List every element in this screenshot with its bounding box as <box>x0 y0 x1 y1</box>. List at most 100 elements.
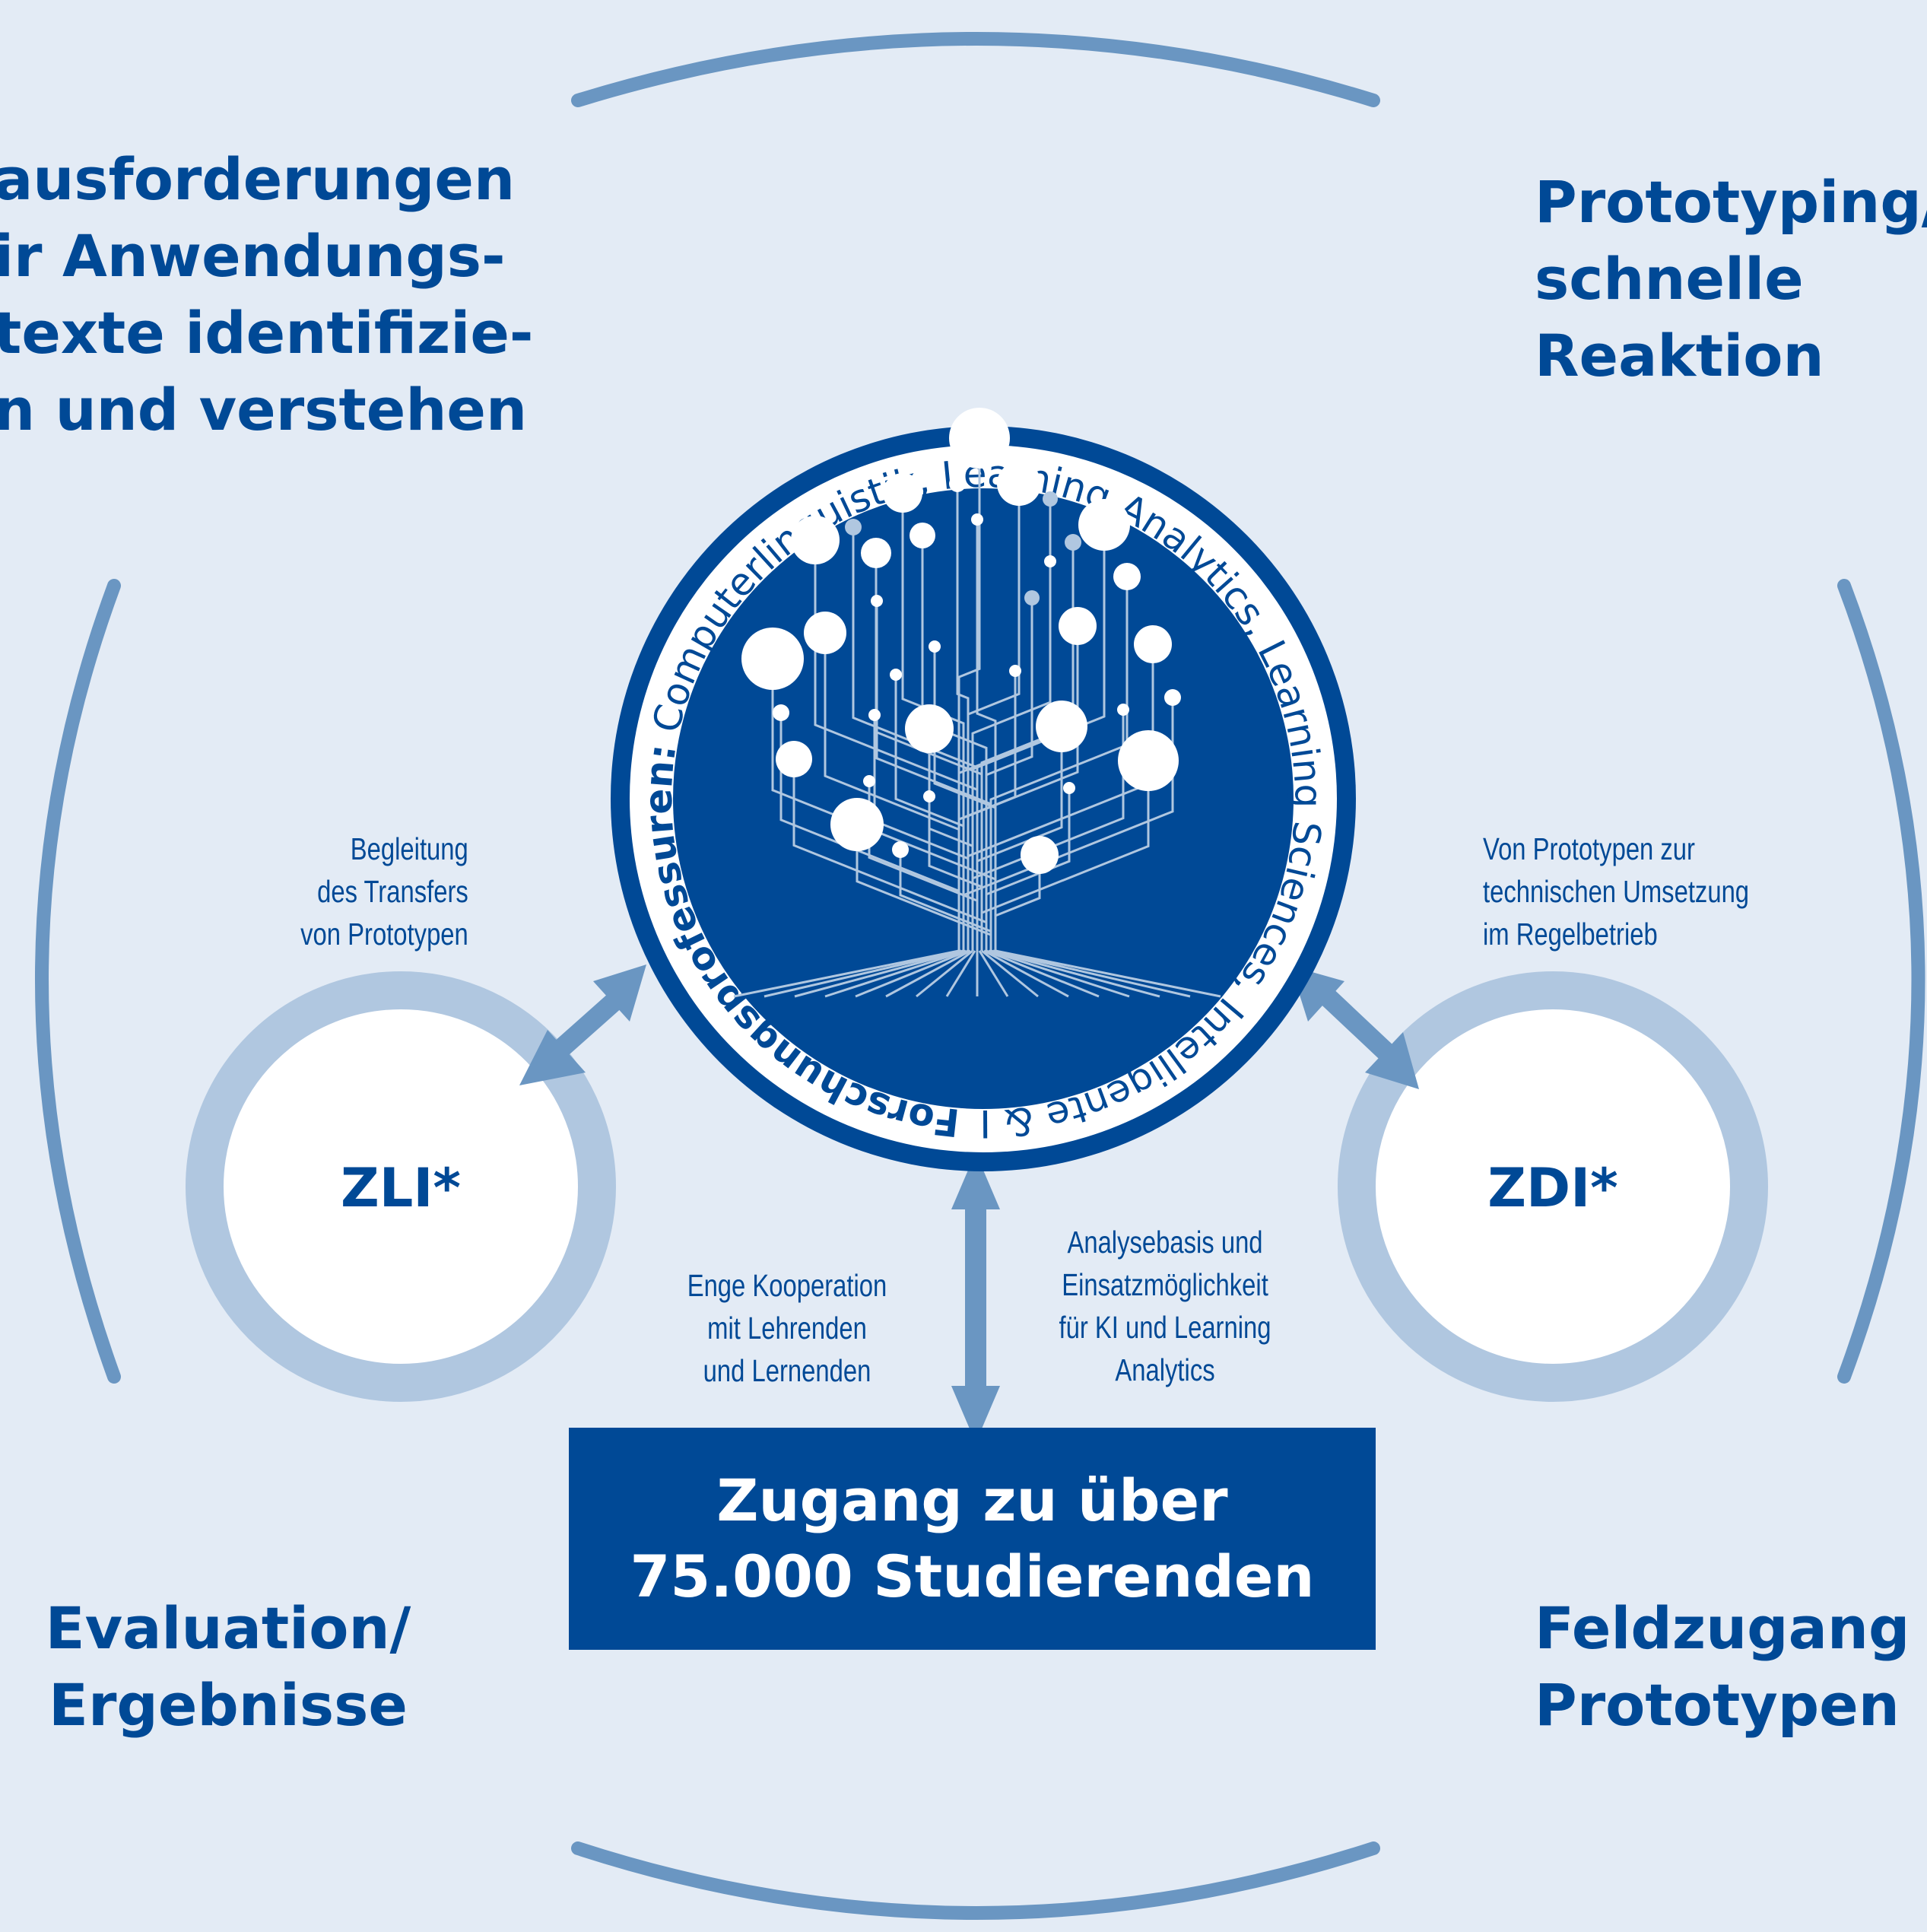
tree-node <box>1065 534 1081 551</box>
tree-branch <box>956 484 970 951</box>
heading-bottom-right-line: Prototypen <box>1535 1671 1900 1739</box>
tree-node <box>773 704 789 721</box>
tree-root-line <box>978 950 1009 997</box>
heading-top-left-line: n und verstehen <box>0 376 528 443</box>
arrow-zli-head-bottom <box>519 1030 586 1085</box>
outer-arcs <box>35 32 1925 1920</box>
tree-node <box>949 475 966 492</box>
tree-branch <box>873 715 970 951</box>
annotation-bottom-left-line: mit Lehrenden <box>707 1311 867 1346</box>
tree-nodes <box>741 408 1181 874</box>
tree-node <box>1024 590 1040 605</box>
tree-node <box>971 513 983 526</box>
tree-node <box>883 473 922 513</box>
arrow-zdi-line <box>1320 989 1398 1065</box>
access-box-line: Zugang zu über <box>716 1466 1228 1534</box>
tree-node <box>804 612 846 654</box>
tree-node <box>1078 499 1130 551</box>
heading-top-right: Prototyping/ schnelle Reaktion <box>1535 164 1927 394</box>
heading-top-left: ausforderungen ir Anwendungs- texte iden… <box>0 141 534 448</box>
tree-branch <box>928 796 983 951</box>
annotation-left-line: Begleitung <box>350 831 468 866</box>
annotation-left-line: des Transfers <box>317 874 468 909</box>
tree-node <box>1021 836 1059 874</box>
annotation-bottom-right-line: Analytics <box>1115 1352 1215 1387</box>
tree-node <box>1059 607 1097 645</box>
annotation-right: Von Prototypen zur technischen Umsetzung… <box>1483 828 1749 955</box>
tree-node <box>741 628 804 690</box>
heading-top-right-line: Reaktion <box>1535 322 1824 389</box>
tree-root-line <box>981 949 1039 998</box>
access-box: Zugang zu über 75.000 Studierenden <box>569 1428 1376 1650</box>
tree-root-line <box>983 949 1069 998</box>
tree-node <box>845 519 862 535</box>
tree-branch <box>899 850 992 951</box>
tree-root-line <box>988 949 1130 998</box>
tree-node <box>905 704 954 753</box>
tree-node <box>868 709 881 721</box>
tree-node <box>890 669 902 681</box>
arrow-vertical-head-bottom <box>951 1386 1000 1443</box>
annotation-left: Begleitung des Transfers von Prototypen <box>300 828 468 955</box>
tree-node <box>863 775 875 787</box>
tree-node <box>1063 782 1075 794</box>
annotation-bottom-right-line: für KI und Learning <box>1059 1310 1271 1345</box>
annotation-right-line: im Regelbetrieb <box>1483 917 1658 952</box>
tree-node <box>1164 689 1181 706</box>
tree-root-line <box>763 949 962 998</box>
outer-arc-right <box>1837 579 1925 1384</box>
tree-node <box>861 538 891 568</box>
tree-node <box>949 408 1010 469</box>
tree-root-line <box>990 949 1160 998</box>
tree-root-line <box>986 949 1100 998</box>
tree-root-line <box>992 949 1191 998</box>
tree-branch <box>976 520 997 951</box>
arrow-zdi-head-bottom <box>1365 1032 1419 1089</box>
heading-bottom-left-line: Evaluation/ <box>45 1594 411 1662</box>
annotation-bottom-left-line: Enge Kooperation <box>687 1268 887 1303</box>
tree-node <box>910 523 935 548</box>
outer-arc-left <box>35 579 121 1384</box>
tree-node <box>1009 665 1021 677</box>
tree-node <box>892 841 909 858</box>
access-box-line: 75.000 Studierenden <box>630 1543 1315 1610</box>
tree-root-line <box>916 949 973 998</box>
tree-node <box>1113 563 1141 590</box>
tree-base-lines <box>733 949 1221 998</box>
heading-bottom-right-line: Feldzugang <box>1535 1594 1910 1662</box>
zdi-circle <box>1338 971 1768 1402</box>
zdi-label: ZDI* <box>1487 1157 1618 1219</box>
tree-node <box>1036 701 1087 752</box>
heading-bottom-left-line: Ergebnisse <box>49 1671 408 1739</box>
heading-top-left-line: ausforderungen <box>0 145 516 213</box>
heading-top-left-line: ir Anwendungs- <box>0 222 506 290</box>
tree-node <box>871 595 883 607</box>
tree-lines <box>771 438 1174 951</box>
outer-arc-top <box>571 32 1380 107</box>
annotation-bottom-left: Enge Kooperation mit Lehrenden und Lerne… <box>665 1264 909 1392</box>
tree-node <box>791 516 840 564</box>
heading-top-left-line: texte identifizie- <box>0 299 534 367</box>
heading-bottom-left: Evaluation/ Ergebnisse <box>30 1590 426 1743</box>
tree-root-line <box>794 949 964 998</box>
tree-branch <box>957 561 1052 951</box>
tree-node <box>929 640 941 653</box>
annotation-bottom-left-line: und Lernenden <box>703 1353 871 1388</box>
tree-node <box>997 462 1041 506</box>
annotation-right-line: technischen Umsetzung <box>1483 874 1750 909</box>
heading-bottom-right: Feldzugang Prototypen <box>1535 1590 1910 1743</box>
connector-arrows <box>519 964 1419 1443</box>
tree-root-line <box>995 949 1221 998</box>
tree-root-line <box>824 949 967 998</box>
annotation-left-line: von Prototypen <box>300 917 468 952</box>
tree-node <box>1117 704 1129 716</box>
annotation-bottom-right-line: Einsatzmöglichkeit <box>1062 1267 1268 1302</box>
tree-node <box>923 790 935 802</box>
tree-branch <box>985 598 1033 951</box>
zli-circle <box>186 971 616 1402</box>
tree-root-line <box>945 950 976 997</box>
tree-root-line <box>885 949 971 998</box>
tree-root-line <box>855 949 969 998</box>
